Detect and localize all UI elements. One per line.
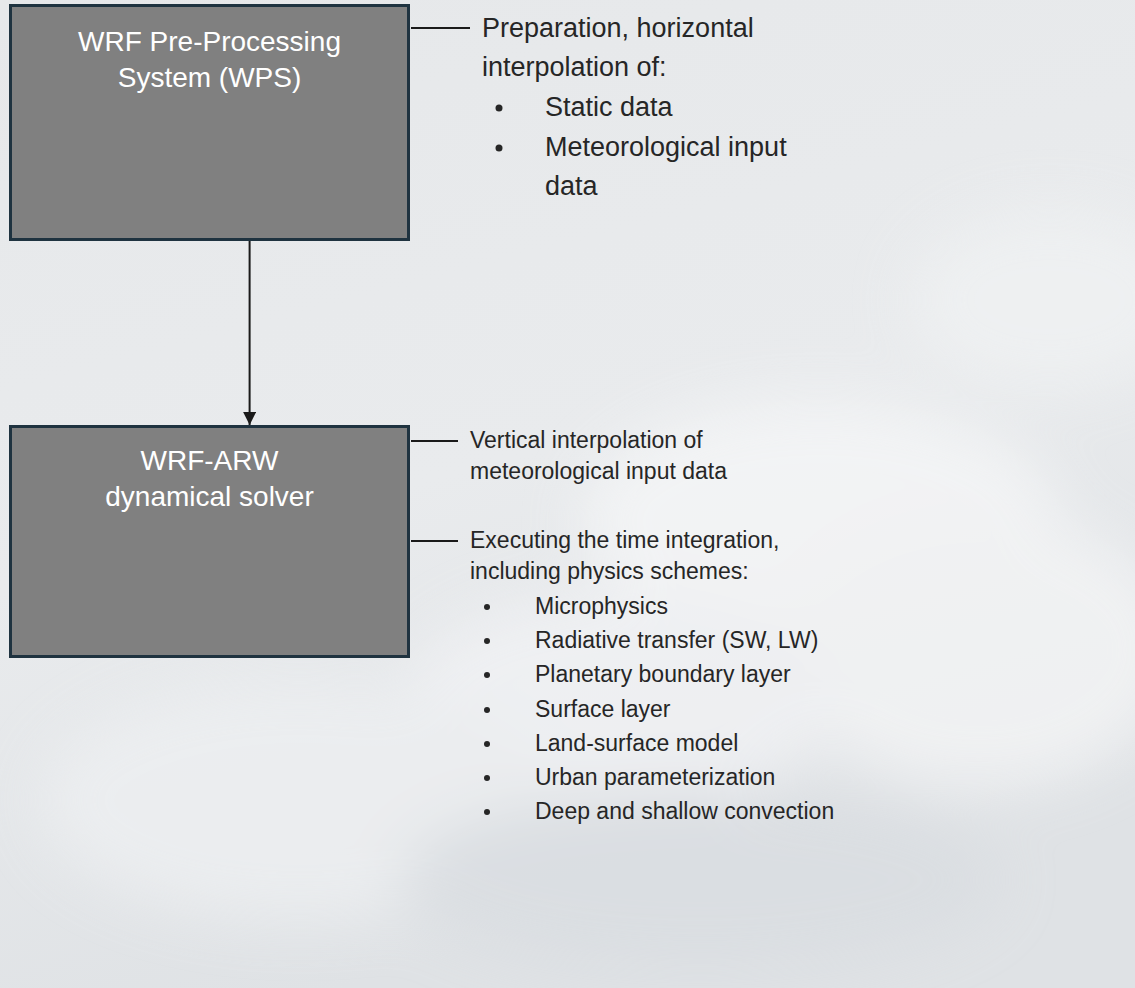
list-item: Microphysics bbox=[535, 591, 955, 622]
leader-line bbox=[411, 540, 458, 542]
leader-line bbox=[411, 440, 458, 442]
box-title: WRF-ARW dynamical solver bbox=[90, 443, 330, 516]
bullet bbox=[484, 604, 490, 610]
list-item: Urban parameterization bbox=[535, 762, 955, 793]
leader-line bbox=[411, 27, 470, 29]
box-title: WRF Pre-Processing System (WPS) bbox=[60, 24, 360, 97]
list-item: Surface layer bbox=[535, 694, 955, 725]
annotation-text: Executing the time integration, includin… bbox=[470, 525, 820, 587]
flow-arrow bbox=[249, 241, 251, 425]
annotation-text: Vertical interpolation of meteorological… bbox=[470, 425, 760, 487]
list-item: Radiative transfer (SW, LW) bbox=[535, 625, 955, 656]
bullet bbox=[496, 105, 503, 112]
list-item: Deep and shallow convection bbox=[535, 796, 955, 827]
annotation-text: Preparation, horizontal interpolation of… bbox=[482, 9, 812, 87]
list-item: Planetary boundary layer bbox=[535, 659, 955, 690]
bullet bbox=[484, 809, 490, 815]
list-item: Static data bbox=[545, 88, 825, 127]
bullet bbox=[484, 775, 490, 781]
bullet bbox=[484, 707, 490, 713]
bullet bbox=[484, 741, 490, 747]
bullet bbox=[496, 145, 503, 152]
bullet bbox=[484, 672, 490, 678]
list-item: Meteorological input data bbox=[545, 128, 825, 206]
bullet bbox=[484, 638, 490, 644]
process-box: WRF-ARW dynamical solver bbox=[9, 425, 410, 658]
process-box: WRF Pre-Processing System (WPS) bbox=[9, 4, 410, 241]
list-item: Land-surface model bbox=[535, 728, 955, 759]
leader-lines bbox=[411, 28, 470, 541]
